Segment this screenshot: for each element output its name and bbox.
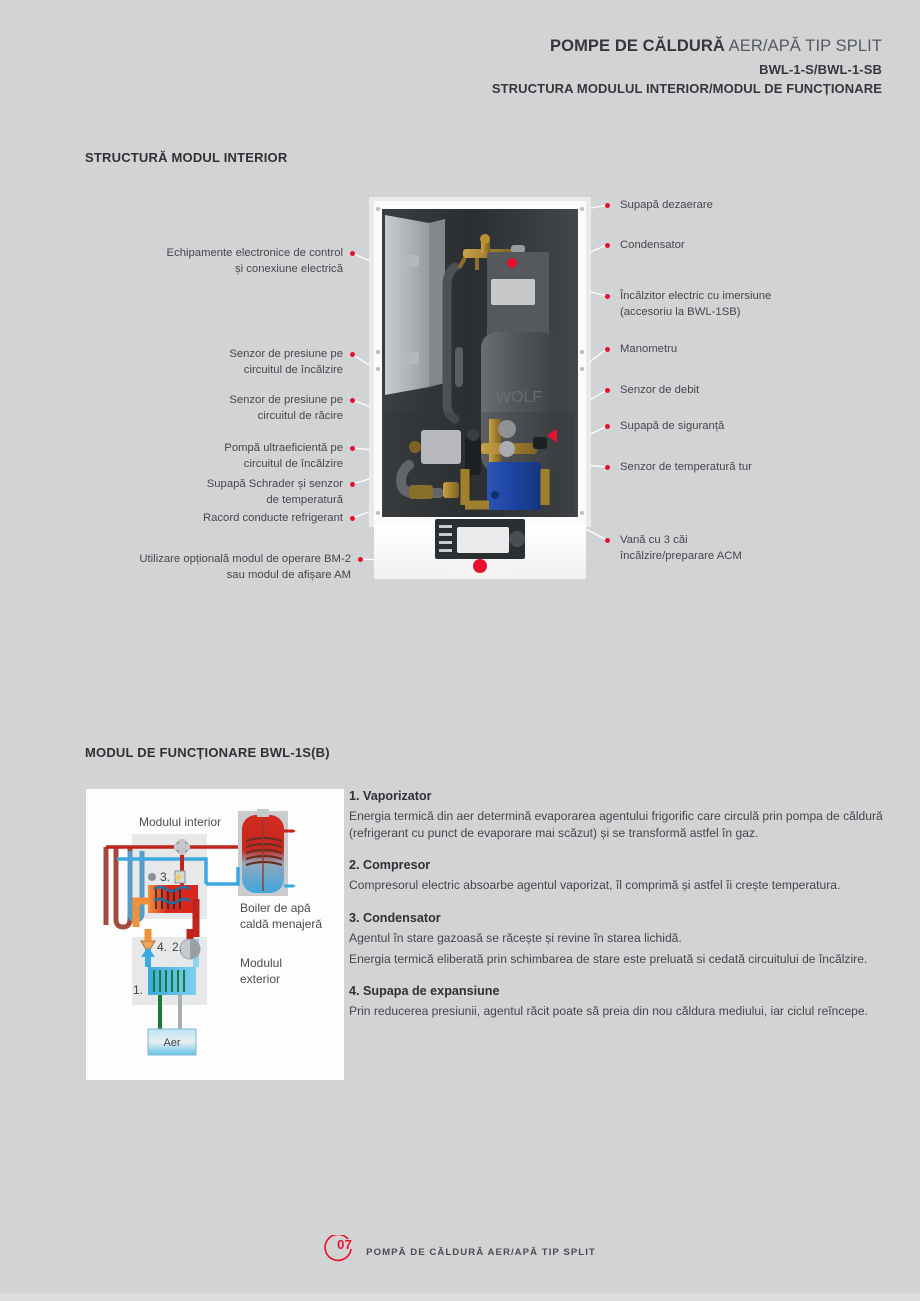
operation-step-text: Prin reducerea presiunii, agentul răcit … [349, 1003, 868, 1018]
callout-dot [605, 203, 610, 208]
callout-dot [605, 347, 610, 352]
callout-label: Supapă Schrader și senzor de temperatură [206, 478, 343, 507]
callout-label: Manometru [620, 343, 678, 355]
callout-dot [358, 557, 363, 562]
section-title-structure: STRUCTURĂ MODUL INTERIOR [85, 150, 288, 165]
callout-label: Supapă dezaerare [620, 199, 713, 211]
callout-label: Racord conducte refrigerant [202, 512, 343, 524]
operation-schematic-card: ⚡ [86, 789, 344, 1080]
svg-text:WOLF: WOLF [496, 389, 542, 406]
header-title-bold: POMPE DE CĂLDURĂ [550, 37, 725, 55]
callout-dot [605, 465, 610, 470]
schematic-label-indoor: Modulul interior [139, 815, 222, 829]
callout-label: Pompă ultraeficientă pe circuitul de înc… [224, 442, 343, 471]
callout-dot [605, 294, 610, 299]
callout-label: Senzor de presiune pe circuitul de încăl… [229, 348, 343, 377]
svg-text:⚡: ⚡ [173, 872, 183, 882]
callout-dot [605, 424, 610, 429]
operation-step-text: Compresorul electric absoarbe agentul va… [349, 878, 841, 893]
callout-label: Senzor de debit [620, 384, 700, 396]
callout-label: Vană cu 3 căi încălzire/preparare ACM [620, 534, 742, 563]
callout-dot [350, 398, 355, 403]
indoor-unit-photo: WOLF [369, 197, 591, 582]
operation-step-heading: 4. Supapa de expansiune [349, 983, 500, 998]
schematic-label-boiler: Boiler de apă caldă menajeră [240, 901, 323, 931]
svg-text:3.: 3. [160, 870, 170, 884]
callout-dot [605, 538, 610, 543]
operation-step-text: Energia termică din aer determină evapor… [349, 809, 883, 841]
svg-text:Aer: Aer [163, 1037, 180, 1049]
bottom-strip [0, 1293, 920, 1301]
header-model: BWL-1-S/BWL-1-SB [759, 61, 882, 77]
interior-module-diagram: WOLF [0, 185, 920, 595]
callout-dot [350, 446, 355, 451]
operation-step-heading: 1. Vaporizator [349, 789, 432, 803]
operation-step-text: Agentul în stare gazoasă se răcește și r… [349, 930, 682, 945]
callout-dot [350, 516, 355, 521]
operation-step-heading: 2. Compresor [349, 858, 431, 873]
svg-text:2.: 2. [172, 940, 182, 954]
header-title-light: AER/APĂ TIP SPLIT [724, 37, 882, 55]
callout-dot [605, 388, 610, 393]
callout-label: Încălzitor electric cu imersiune (acceso… [620, 290, 772, 319]
indoor-unit-illustration: WOLF [369, 197, 591, 579]
section-title-operation: MODUL DE FUNCȚIONARE BWL-1S(B) [85, 745, 330, 760]
callout-label: Senzor de presiune pe circuitul de răcir… [229, 394, 343, 423]
callout-dot [350, 251, 355, 256]
callout-label: Supapă de siguranță [620, 420, 725, 432]
operation-step-text: Energia termică eliberată prin schimbare… [349, 951, 868, 966]
header-subtitle: STRUCTURA MODULUL INTERIOR/MODUL DE FUNC… [491, 80, 882, 96]
svg-text:1.: 1. [133, 983, 143, 997]
callout-dot [605, 243, 610, 248]
operation-step-heading: 3. Condensator [349, 910, 441, 925]
page-header: POMPE DE CĂLDURĂ AER/APĂ TIP SPLIT BWL-1… [492, 36, 882, 97]
callout-dot [350, 482, 355, 487]
callout-label: Senzor de temperatură tur [620, 461, 752, 473]
svg-text:4.: 4. [157, 940, 167, 954]
footer-text: POMPĂ DE CĂLDURĂ AER/APĂ TIP SPLIT [366, 1246, 596, 1258]
header-title: POMPE DE CĂLDURĂ AER/APĂ TIP SPLIT [492, 36, 882, 58]
page-number-mark: 07 [324, 1235, 358, 1269]
callout-label: Condensator [620, 239, 685, 251]
circle-arc-icon [324, 1235, 352, 1262]
callout-label: Utilizare opțională modul de operare BM-… [139, 553, 351, 582]
page-footer: 07 POMPĂ DE CĂLDURĂ AER/APĂ TIP SPLIT [0, 1235, 920, 1269]
schematic-label-outdoor: Modulul exterior [240, 956, 283, 986]
operation-schematic: ⚡ [86, 789, 344, 1080]
callout-label: Echipamente electronice de control și co… [166, 247, 343, 276]
page-number: 07 [337, 1237, 353, 1252]
callout-dot [350, 352, 355, 357]
